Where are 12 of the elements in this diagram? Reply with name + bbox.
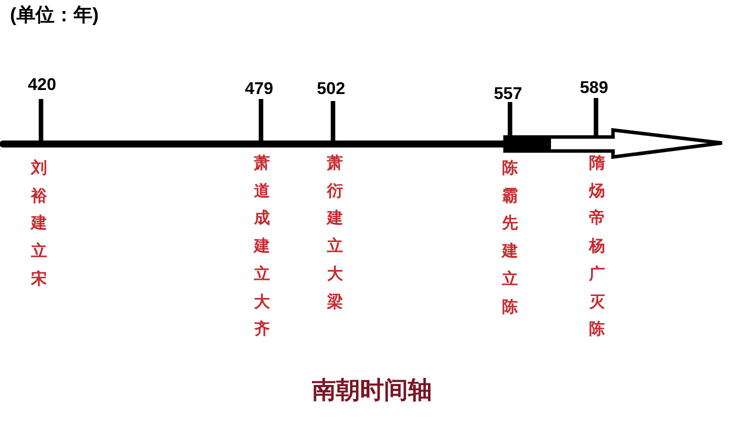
unit-label: (单位：年) [10,6,99,25]
year-label: 502 [316,80,346,97]
year-label: 589 [580,79,608,96]
event-label: 陈霸先建立陈 [502,158,518,318]
timeline-title: 南朝时间轴 [312,379,432,403]
year-label: 420 [28,76,56,93]
event-label: 萧道成建立大齐 [254,154,270,340]
event-label: 刘裕建立宋 [31,158,47,290]
event-label: 萧衍建立大梁 [327,154,343,313]
event-label: 隋炀帝杨广灭陈 [589,154,605,340]
year-label: 557 [494,85,522,102]
year-label: 479 [244,80,274,97]
